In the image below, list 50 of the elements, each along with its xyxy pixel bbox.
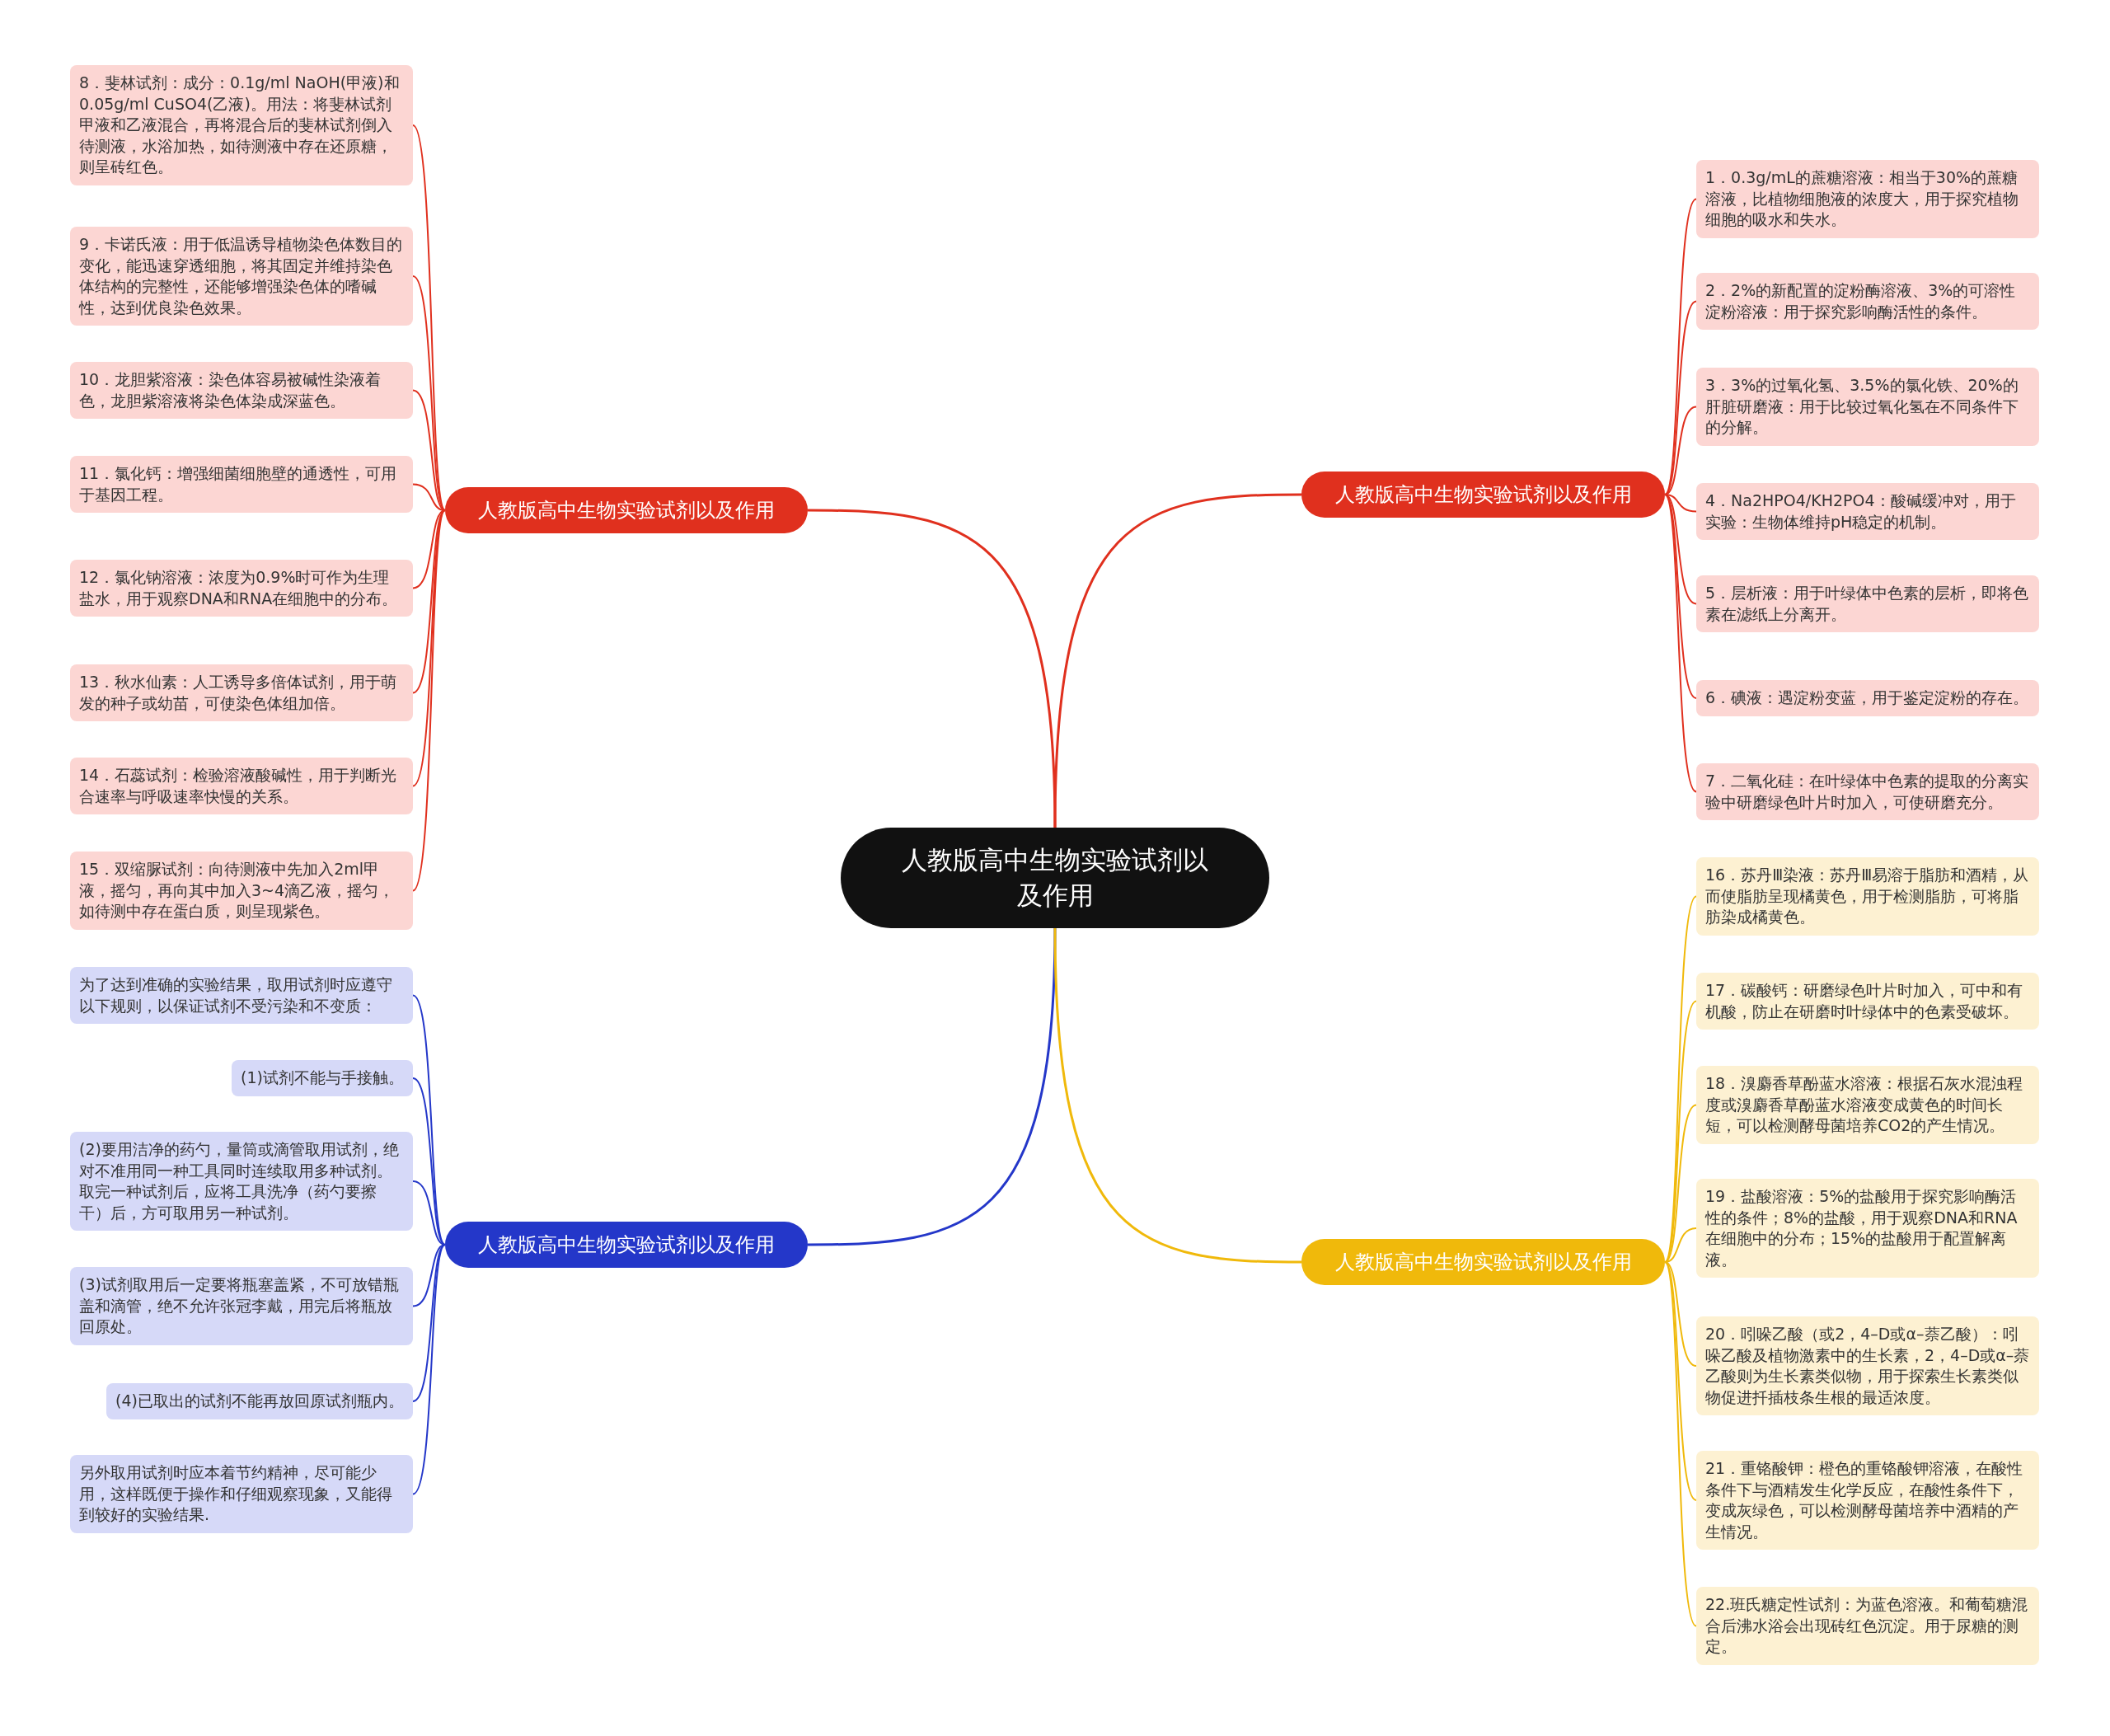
note-card: 3．3%的过氧化氢、3.5%的氯化铁、20%的肝脏研磨液：用于比较过氧化氢在不同条件下的分解。	[1696, 368, 2039, 446]
note-card: 10．龙胆紫溶液：染色体容易被碱性染液着色，龙胆紫溶液将染色体染成深蓝色。	[70, 362, 413, 419]
connector	[1664, 1000, 1697, 1263]
note-card: 另外取用试剂时应本着节约精神，尽可能少用，这样既便于操作和仔细观察现象，又能得到较好的实验结果.	[70, 1455, 413, 1533]
note-card: 6．碘液：遇淀粉变蓝，用于鉴定淀粉的存在。	[1696, 680, 2039, 716]
central-topic: 人教版高中生物实验试剂以及作用	[841, 828, 1269, 928]
note-card: 11．氯化钙：增强细菌细胞壁的通透性，可用于基因工程。	[70, 456, 413, 513]
note-card: (1)试剂不能与手接触。	[232, 1060, 413, 1096]
note-card: 17．碳酸钙：研磨绿色叶片时加入，可中和有机酸，防止在研磨时叶绿体中的色素受破坏。	[1696, 973, 2039, 1030]
note-card: 1．0.3g/mL的蔗糖溶液：相当于30%的蔗糖溶液，比植物细胞液的浓度大，用于探究植物细胞的吸水和失水。	[1696, 160, 2039, 238]
connector	[412, 1077, 446, 1246]
note-card: 21．重铬酸钾：橙色的重铬酸钾溶液，在酸性条件下与酒精发生化学反应，在酸性条件下，变成灰绿色，可以检测酵母菌培养中酒精的产生情况。	[1696, 1451, 2039, 1550]
connector	[412, 1244, 446, 1495]
note-card: 7．二氧化硅：在叶绿体中色素的提取的分离实验中研磨绿色叶片时加入，可使研磨充分。	[1696, 763, 2039, 820]
note-card: 为了达到准确的实验结果，取用试剂时应遵守以下规则，以保证试剂不受污染和不变质：	[70, 967, 413, 1024]
note-card: 9．卡诺氏液：用于低温诱导植物染色体数目的变化，能迅速穿透细胞，将其固定并维持染色体结构的完整性，还能够增强染色体的嗜碱性，达到优良染色效果。	[70, 227, 413, 326]
connector	[1664, 1261, 1697, 1627]
note-card: (3)试剂取用后一定要将瓶塞盖紧，不可放错瓶盖和滴管，绝不允许张冠李戴，用完后将瓶放回原处。	[70, 1267, 413, 1345]
connector	[412, 1180, 446, 1246]
connector	[1664, 300, 1697, 495]
branch-topic: 人教版高中生物实验试剂以及作用	[445, 487, 808, 533]
note-card: 16．苏丹Ⅲ染液：苏丹Ⅲ易溶于脂肪和酒精，从而使脂肪呈现橘黄色，用于检测脂肪，可将脂肪染成橘黄色。	[1696, 857, 2039, 936]
branch-topic: 人教版高中生物实验试剂以及作用	[1301, 472, 1665, 518]
branch-topic: 人教版高中生物实验试剂以及作用	[445, 1222, 808, 1268]
connector	[1053, 493, 1301, 828]
note-card: 22.班氏糖定性试剂：为蓝色溶液。和葡萄糖混合后沸水浴会出现砖红色沉淀。用于尿糖的测定。	[1696, 1587, 2039, 1665]
connector	[412, 509, 446, 892]
note-card: 14．石蕊试剂：检验溶液酸碱性，用于判断光合速率与呼吸速率快慢的关系。	[70, 758, 413, 814]
connector	[808, 927, 1057, 1246]
note-card: 2．2%的新配置的淀粉酶溶液、3%的可溶性淀粉溶液：用于探究影响酶活性的条件。	[1696, 273, 2039, 330]
connector	[1664, 494, 1697, 793]
note-card: (4)已取出的试剂不能再放回原试剂瓶内。	[106, 1383, 413, 1419]
note-card: 8．斐林试剂：成分：0.1g/ml NaOH(甲液)和0.05g/ml CuSO4(乙液)。用法：将斐林试剂甲液和乙液混合，再将混合后的斐林试剂倒入待测液，水浴加热，如待测液中存在还原糖，则呈砖红色。	[70, 65, 413, 185]
note-card: 13．秋水仙素：人工诱导多倍体试剂，用于萌发的种子或幼苗，可使染色体组加倍。	[70, 664, 413, 721]
note-card: 18．溴麝香草酚蓝水溶液：根据石灰水混浊程度或溴麝香草酚蓝水溶液变成黄色的时间长短，可以检测酵母菌培养CO2的产生情况。	[1696, 1066, 2039, 1144]
note-card: 15．双缩脲试剂：向待测液中先加入2ml甲液，摇匀，再向其中加入3~4滴乙液，摇匀，如待测中存在蛋白质，则呈现紫色。	[70, 852, 413, 930]
connector	[1664, 1227, 1697, 1263]
connector	[412, 275, 446, 511]
note-card: 12．氯化钠溶液：浓度为0.9%时可作为生理盐水，用于观察DNA和RNA在细胞中的分布。	[70, 560, 413, 617]
branch-topic: 人教版高中生物实验试剂以及作用	[1301, 1239, 1665, 1285]
connector	[1664, 406, 1697, 495]
connector	[412, 1244, 446, 1402]
connector	[1664, 494, 1697, 699]
note-card: 4．Na2HPO4/KH2PO4：酸碱缓冲对，用于实验：生物体维持pH稳定的机制。	[1696, 483, 2039, 540]
note-card: 20．吲哚乙酸（或2，4–D或α–萘乙酸）：吲哚乙酸及植物激素中的生长素，2，4–D或α–萘乙酸则为生长素类似物，用于探索生长素类似物促进扦插枝条生根的最适浓度。	[1696, 1316, 2039, 1415]
note-card: 5．层析液：用于叶绿体中色素的层析，即将色素在滤纸上分离开。	[1696, 575, 2039, 632]
connector	[1053, 927, 1301, 1264]
note-card: 19．盐酸溶液：5%的盐酸用于探究影响酶活性的条件；8%的盐酸，用于观察DNA和RNA在细胞中的分布；15%的盐酸用于配置解离液。	[1696, 1179, 2039, 1278]
connector	[1664, 1261, 1697, 1367]
note-card: (2)要用洁净的药勺，量筒或滴管取用试剂，绝对不准用同一种工具同时连续取用多种试剂。取完一种试剂后，应将工具洗净（药勺要擦干）后，方可取用另一种试剂。	[70, 1132, 413, 1231]
